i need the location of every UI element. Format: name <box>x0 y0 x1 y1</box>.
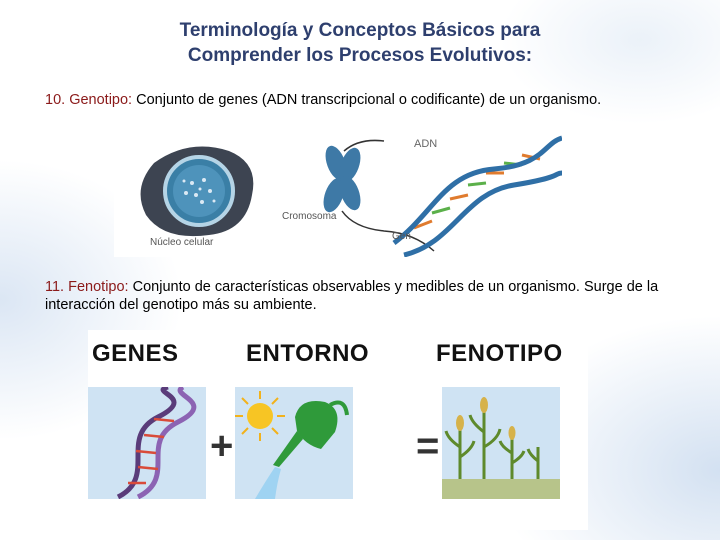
dna-helix-icon <box>392 135 562 257</box>
genes-tile <box>88 384 206 500</box>
genotipo-term: Genotipo: <box>69 92 133 108</box>
genotype-illustration: ADN Cromosoma Núcleo celular Gen <box>114 133 562 257</box>
label-cromosoma: Cromosoma <box>282 211 337 222</box>
slide-title: Terminología y Conceptos Básicos para Co… <box>0 18 720 68</box>
environment-icon <box>235 391 349 499</box>
watering-can-icon <box>273 400 349 467</box>
phenotype-illustration: GENES ENTORNO FENOTIPO + <box>88 330 588 530</box>
fenotipo-paragraph: 11. Fenotipo: Conjunto de característica… <box>45 278 673 314</box>
genotipo-definition: Conjunto de genes (ADN transcripcional o… <box>136 92 602 108</box>
heading-fenotipo: FENOTIPO <box>436 340 563 367</box>
fenotipo-definition: Conjunto de características observables … <box>45 279 659 313</box>
label-gen: Gen <box>392 231 411 242</box>
chromosome-icon <box>323 145 361 213</box>
nucleus-chromatin <box>182 178 216 204</box>
equals-sign: = <box>416 424 440 468</box>
plus-sign: + <box>210 424 234 468</box>
label-nucleo: Núcleo celular <box>150 237 214 248</box>
genotipo-paragraph: 10. Genotipo: Conjunto de genes (ADN tra… <box>45 84 673 116</box>
plants-icon <box>442 397 560 499</box>
title-line-2: Comprender los Procesos Evolutivos: <box>187 45 533 66</box>
fenotipo-tile <box>442 387 560 499</box>
label-adn: ADN <box>414 138 437 150</box>
fenotipo-term: Fenotipo: <box>68 279 129 295</box>
heading-genes: GENES <box>92 340 179 367</box>
entorno-tile <box>235 387 353 499</box>
corn-plants-icon <box>444 409 540 479</box>
fenotipo-number: 11. <box>45 279 65 295</box>
genotipo-number: 10. <box>45 92 66 108</box>
dna-icon <box>116 384 197 500</box>
title-line-1: Terminología y Conceptos Básicos para <box>179 20 541 41</box>
genotype-svg: ADN Cromosoma Núcleo celular Gen <box>140 135 562 257</box>
heading-entorno: ENTORNO <box>246 340 370 367</box>
sun-icon <box>235 391 285 441</box>
water-stream-icon <box>255 467 281 499</box>
